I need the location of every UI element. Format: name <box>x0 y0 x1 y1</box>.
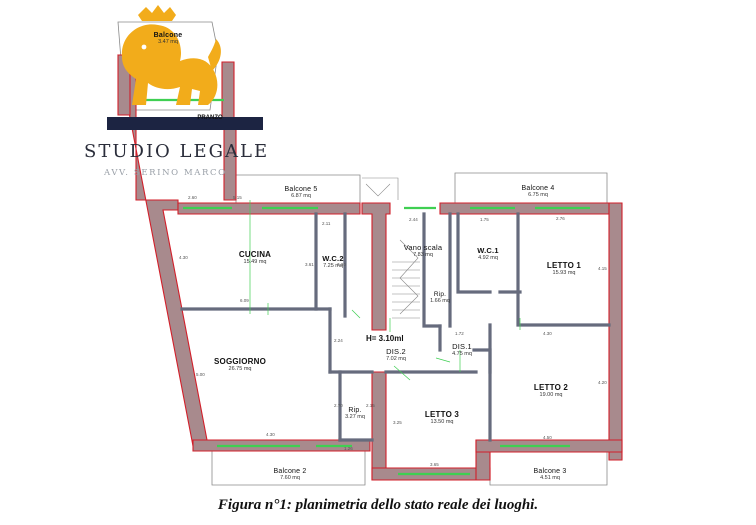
exterior-walls <box>117 54 623 481</box>
room-label-wc1: W.C.1 4.92 mq <box>477 246 499 261</box>
dimension-label: 4.50 <box>543 435 552 440</box>
dimension-label: 3.20 <box>337 262 346 267</box>
figure-caption: Figura n°1: planimetria dello stato real… <box>217 497 539 513</box>
room-label-dis2: DIS.2 7.02 mq <box>386 347 406 362</box>
stair-left-wall <box>361 202 391 331</box>
dimension-label: 3.61 <box>305 262 314 267</box>
room-label-cucina: CUCINA 15.49 mq <box>238 250 272 265</box>
stair-steps <box>362 177 420 319</box>
room-label-balcone-2: Balcone 2 7.60 mq <box>273 468 307 481</box>
lion-tail-icon <box>208 39 221 71</box>
dimension-label: 4.30 <box>179 255 188 260</box>
interior-partitions <box>180 212 611 442</box>
room-label-balcone-5: Balcone 5 6.87 mq <box>284 186 318 199</box>
ceiling-height-note: H= 3.10ml <box>366 334 404 343</box>
room-label-soggiorno: SOGGIORNO 26.75 mq <box>213 357 267 372</box>
pranzo-wall <box>223 127 237 201</box>
dimension-label: 5.00 <box>196 372 205 377</box>
logo-subtitle: AVV. SERINO MARCO <box>104 168 227 178</box>
room-label-balcone-3: Balcone 3 4.51 mq <box>533 468 567 481</box>
dimension-label: 1.72 <box>455 331 464 336</box>
dimension-label: 2.15 <box>366 403 375 408</box>
room-label-balcone-4: Balcone 4 6.75 mq <box>521 185 555 198</box>
dimension-label: 3.65 <box>430 462 439 467</box>
dimension-label: 1.75 <box>480 217 489 222</box>
dimension-label: 2.60 <box>188 195 197 200</box>
right-wall <box>608 202 623 461</box>
room-label-letto3: LETTO 3 13.50 mq <box>424 410 460 425</box>
logo-bar <box>107 117 263 130</box>
dimension-label: 6.09 <box>240 298 249 303</box>
dimension-label: 2.24 <box>334 338 343 343</box>
room-label-rip-bottom: Rip. 3.27 mq <box>345 407 365 420</box>
crown-icon <box>138 5 176 21</box>
room-label-rip-top: Rip. 1.66 mq <box>430 291 450 304</box>
room-label-balcone-top: Balcone 3.47 mq <box>153 32 183 45</box>
lion-logo <box>121 5 221 105</box>
dimension-label: 2.70 <box>334 403 343 408</box>
dimension-label: 3.25 <box>393 420 402 425</box>
dimension-label: 4.20 <box>598 380 607 385</box>
cut-label-pranzo: PRANZO <box>197 115 223 121</box>
top-right-wall-segment <box>439 202 621 215</box>
thin-lines <box>249 200 521 381</box>
dimension-label: 4.30 <box>266 432 275 437</box>
room-label-letto2: LETTO 2 19.00 mq <box>533 383 569 398</box>
letto3-left-wall <box>371 371 387 481</box>
dimension-label: 2.11 <box>322 221 331 226</box>
dimension-label: 4.15 <box>598 266 607 271</box>
dimension-label: 2.76 <box>556 216 565 221</box>
dimension-label: 4.30 <box>543 331 552 336</box>
lion-body-icon <box>121 24 218 105</box>
dimension-label: 1.26 <box>344 446 353 451</box>
dimension-label: 2.44 <box>409 217 418 222</box>
room-label-letto1: LETTO 1 15.93 mq <box>546 261 582 276</box>
logo-title: STUDIO LEGALE <box>84 141 270 162</box>
room-label-wc2: W.C.2 7.25 mq <box>322 254 344 269</box>
room-label-dis1: DIS.1 4.75 mq <box>452 342 472 357</box>
dimension-label: 5.15 <box>233 195 242 200</box>
room-label-vano-scala: Vano scala 7.83 mq <box>403 243 443 258</box>
